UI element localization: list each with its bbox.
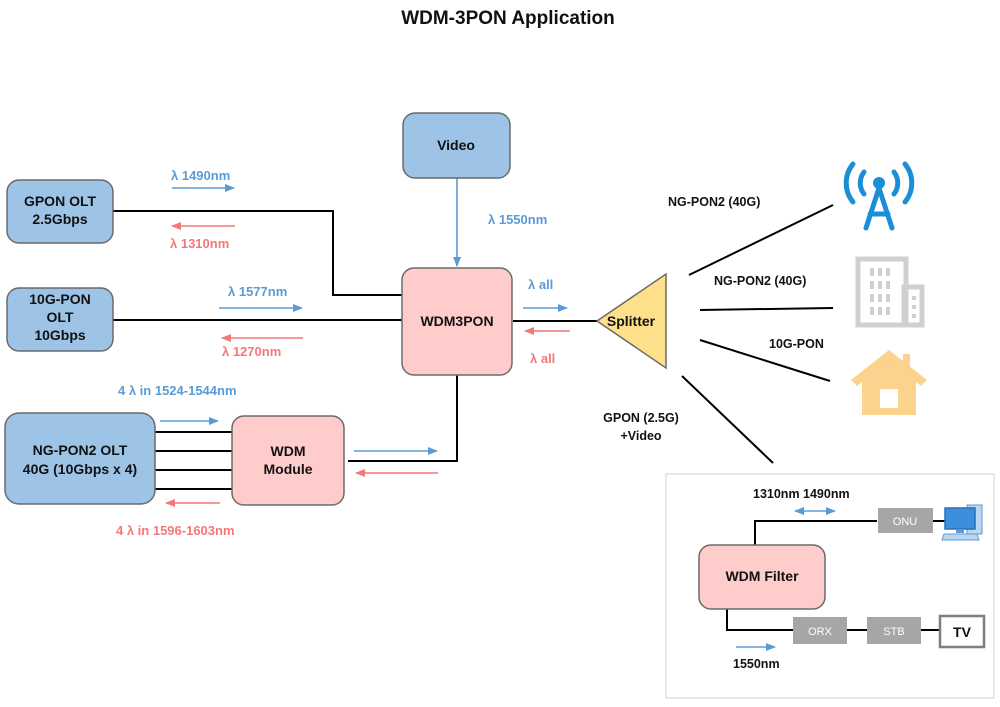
wdm-module-label-2: Module bbox=[264, 461, 313, 477]
ngpon2-olt[interactable]: NG-PON2 OLT 40G (10Gbps x 4) bbox=[4, 412, 156, 505]
stb-device[interactable]: STB bbox=[867, 617, 921, 644]
ngpon2-down-wavelength: 4 λ in 1524-1544nm bbox=[118, 383, 237, 398]
gpon-olt-rate: 2.5Gbps bbox=[32, 211, 87, 227]
tower-branch bbox=[688, 204, 834, 276]
desktop-computer-icon bbox=[941, 504, 983, 541]
office-building-icon bbox=[855, 256, 925, 328]
wdm-module-label: WDM bbox=[271, 443, 306, 459]
gpon-olt-label: GPON OLT bbox=[24, 193, 97, 209]
cell-tower-icon bbox=[843, 161, 915, 231]
ngpon2-up-wavelength: 4 λ in 1596-1603nm bbox=[116, 523, 235, 538]
inset-data-wavelengths: 1310nm 1490nm bbox=[753, 487, 850, 501]
gpon-fiber bbox=[113, 210, 402, 296]
house-icon bbox=[851, 350, 927, 415]
orx-label: ORX bbox=[808, 626, 833, 638]
splitter-label: Splitter bbox=[607, 313, 656, 329]
xgpon-down-wavelength: λ 1577nm bbox=[228, 284, 287, 299]
ngpon2-lane-fibers bbox=[155, 431, 232, 490]
onu-label: ONU bbox=[893, 516, 918, 528]
xgpon-olt-label-2: OLT bbox=[47, 309, 74, 325]
gpon-video-branch bbox=[681, 375, 774, 464]
gpon-down-wavelength: λ 1490nm bbox=[171, 168, 230, 183]
gpon-up-wavelength: λ 1310nm bbox=[170, 236, 229, 251]
inset-video-wavelength: 1550nm bbox=[733, 657, 780, 671]
home-branch bbox=[699, 339, 831, 382]
ngpon2-fiber bbox=[348, 374, 458, 462]
gpon-video-label-2: +Video bbox=[620, 429, 661, 443]
ngpon2-olt-rate: 40G (10Gbps x 4) bbox=[23, 461, 137, 477]
tv-label: TV bbox=[953, 624, 972, 640]
wdm3pon-combiner[interactable]: WDM3PON bbox=[401, 267, 513, 376]
home-branch-label: 10G-PON bbox=[769, 337, 824, 351]
stb-label: STB bbox=[883, 626, 904, 638]
building-branch-label: NG-PON2 (40G) bbox=[714, 274, 806, 288]
xgpon-up-wavelength: λ 1270nm bbox=[222, 344, 281, 359]
wdm-filter[interactable]: WDM Filter bbox=[698, 544, 826, 610]
tv-device[interactable]: TV bbox=[938, 614, 986, 649]
video-wavelength: λ 1550nm bbox=[488, 212, 547, 227]
xgpon-olt-rate: 10Gbps bbox=[34, 327, 86, 343]
gpon-video-label: GPON (2.5G) bbox=[603, 411, 679, 425]
gpon-olt[interactable]: GPON OLT 2.5Gbps bbox=[6, 179, 114, 244]
onu-device[interactable]: ONU bbox=[878, 508, 933, 533]
wdm-module[interactable]: WDM Module bbox=[231, 415, 345, 506]
all-down-wavelength: λ all bbox=[528, 277, 553, 292]
wdm-filter-label: WDM Filter bbox=[725, 568, 799, 584]
diagram-title: WDM-3PON Application bbox=[401, 8, 615, 29]
all-up-wavelength: λ all bbox=[530, 351, 555, 366]
ngpon2-olt-label: NG-PON2 OLT bbox=[33, 442, 128, 458]
video-source[interactable]: Video bbox=[402, 112, 511, 179]
building-branch bbox=[699, 307, 834, 311]
subscriber-inset: 1310nm 1490nm WDM Filter ONU ORX STB TV bbox=[665, 473, 995, 699]
xgpon-olt-label: 10G-PON bbox=[29, 291, 90, 307]
wdm3pon-label: WDM3PON bbox=[420, 313, 493, 329]
xgpon-olt[interactable]: 10G-PON OLT 10Gbps bbox=[6, 287, 114, 352]
splitter[interactable]: Splitter bbox=[595, 272, 667, 370]
video-label: Video bbox=[437, 137, 475, 153]
orx-device[interactable]: ORX bbox=[793, 617, 847, 644]
tower-branch-label: NG-PON2 (40G) bbox=[668, 195, 760, 209]
